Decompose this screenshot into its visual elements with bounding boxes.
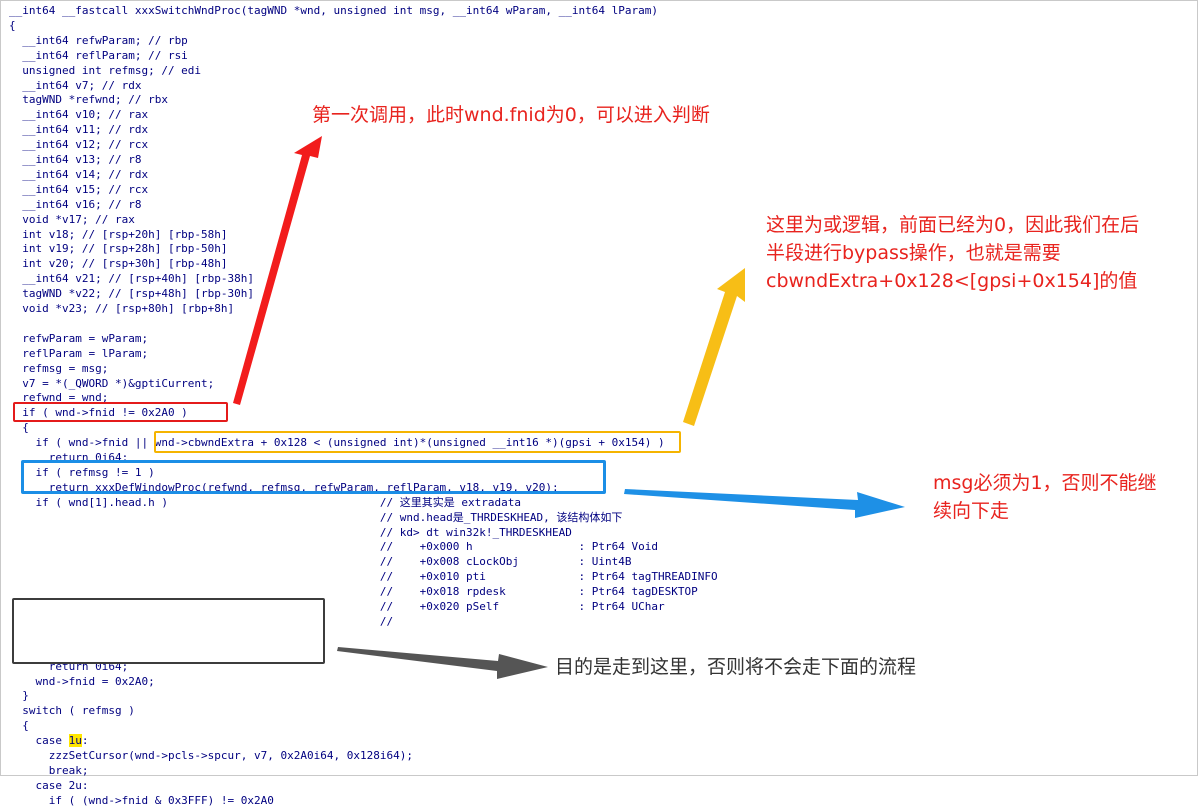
- code-line[interactable]: // +0x018 rpdesk : Ptr64 tagDESKTOP: [9, 585, 698, 599]
- code-line[interactable]: return xxxDefWindowProc(refwnd, refmsg, …: [9, 480, 559, 494]
- code-line[interactable]: refwParam = wParam;: [9, 331, 149, 345]
- highlighted-token: 1u: [68, 734, 82, 748]
- code-line[interactable]: if ( wnd->fnid != 0x2A0 ): [9, 406, 188, 420]
- code-line[interactable]: // +0x020 pSelf : Ptr64 UChar: [9, 600, 665, 613]
- code-line[interactable]: tagWND *refwnd; // rbx: [9, 93, 168, 107]
- code-line[interactable]: // kd> dt win32k!_THRDESKHEAD: [9, 525, 572, 539]
- code-line[interactable]: v7 = *(_QWORD *)&gptiCurrent;: [9, 376, 215, 390]
- fnid-check-box: [13, 402, 228, 422]
- code-line[interactable]: __int64 v21; // [rsp+40h] [rbp-38h]: [9, 272, 255, 286]
- or-logic-note-line1: 这里为或逻辑，前面已经为0，因此我们在后: [766, 214, 1140, 236]
- code-line[interactable]: }: [9, 689, 29, 703]
- msg-note-line2: 续向下走: [933, 500, 1010, 522]
- or-logic-note-line2: 半段进行bypass操作，也就是需要: [766, 242, 1061, 264]
- pseudocode-window: [0, 0, 1198, 776]
- code-line[interactable]: if ( refmsg != 1 ): [9, 465, 155, 479]
- code-line[interactable]: __int64 v7; // rdx: [9, 78, 142, 92]
- code-line[interactable]: void *v17; // rax: [9, 212, 135, 226]
- cbwndextra-check-box: [154, 431, 681, 453]
- code-line[interactable]: __int64 reflParam; // rsi: [9, 48, 188, 62]
- code-line[interactable]: __int64 v13; // r8: [9, 153, 142, 166]
- code-line[interactable]: __int64 v10; // rax: [9, 108, 149, 122]
- code-line[interactable]: __int64 __fastcall xxxSwitchWndProc(tagW…: [9, 4, 659, 17]
- code-line[interactable]: case 2u:: [9, 778, 89, 792]
- code-line[interactable]: // wnd.head是_THRDESKHEAD, 该结构体如下: [9, 510, 623, 524]
- first-call-note: 第一次调用，此时wnd.fnid为0，可以进入判断: [312, 104, 710, 126]
- code-line[interactable]: refwnd = wnd;: [9, 391, 109, 405]
- code-line[interactable]: refmsg = msg;: [9, 361, 109, 375]
- goal-note: 目的是走到这里，否则将不会走下面的流程: [555, 656, 917, 678]
- code-line[interactable]: switch ( refmsg ): [9, 704, 135, 718]
- code-line[interactable]: //: [9, 614, 394, 628]
- code-line[interactable]: zzzSetCursor(wnd->pcls->spcur, v7, 0x2A0…: [9, 749, 413, 762]
- code-line[interactable]: __int64 v12; // rcx: [9, 138, 149, 152]
- msg-note-line1: msg必须为1，否则不能继: [933, 472, 1157, 494]
- code-line[interactable]: {: [9, 421, 29, 435]
- code-line[interactable]: void *v23; // [rsp+80h] [rbp+8h]: [9, 302, 235, 315]
- code-line[interactable]: __int64 v11; // rdx: [9, 123, 149, 137]
- code-line[interactable]: wnd->fnid = 0x2A0;: [9, 674, 155, 688]
- code-line[interactable]: // +0x000 h : Ptr64 Void: [9, 540, 659, 554]
- code-line[interactable]: break;: [9, 763, 89, 777]
- code-line[interactable]: tagWND *v22; // [rsp+48h] [rbp-30h]: [9, 287, 255, 301]
- code-line[interactable]: int v19; // [rsp+28h] [rbp-50h]: [9, 242, 228, 256]
- code-line[interactable]: // +0x010 pti : Ptr64 tagTHREADINFO: [9, 570, 718, 584]
- code-line[interactable]: // +0x008 cLockObj : Uint4B: [9, 555, 632, 569]
- code-line[interactable]: unsigned int refmsg; // edi: [9, 63, 202, 77]
- refmsg-check-box: [21, 460, 606, 494]
- code-line[interactable]: {: [9, 719, 29, 733]
- code-line[interactable]: __int64 refwParam; // rbp: [9, 33, 188, 47]
- code-line[interactable]: {: [9, 18, 16, 32]
- code-line[interactable]: int v18; // [rsp+20h] [rbp-58h]: [9, 227, 228, 241]
- or-logic-note-line3: cbwndExtra+0x128<[gpsi+0x154]的值: [766, 270, 1138, 292]
- code-line[interactable]: int v20; // [rsp+30h] [rbp-48h]: [9, 257, 228, 271]
- code-line[interactable]: reflParam = lParam;: [9, 346, 149, 360]
- code-line[interactable]: __int64 v14; // rdx: [9, 167, 149, 181]
- code-line[interactable]: __int64 v15; // rcx: [9, 182, 149, 196]
- code-line[interactable]: if ( wnd[1].head.h ) // 这里其实是 extradata: [9, 495, 521, 509]
- code-line[interactable]: if ( (wnd->fnid & 0x3FFF) != 0x2A0: [9, 793, 274, 807]
- code-line[interactable]: __int64 v16; // r8: [9, 197, 142, 211]
- target-code-box: [12, 598, 325, 664]
- code-line[interactable]: if ( wnd->fnid || wnd->cbwndExtra + 0x12…: [9, 436, 665, 450]
- code-line[interactable]: case 1u:: [9, 734, 89, 748]
